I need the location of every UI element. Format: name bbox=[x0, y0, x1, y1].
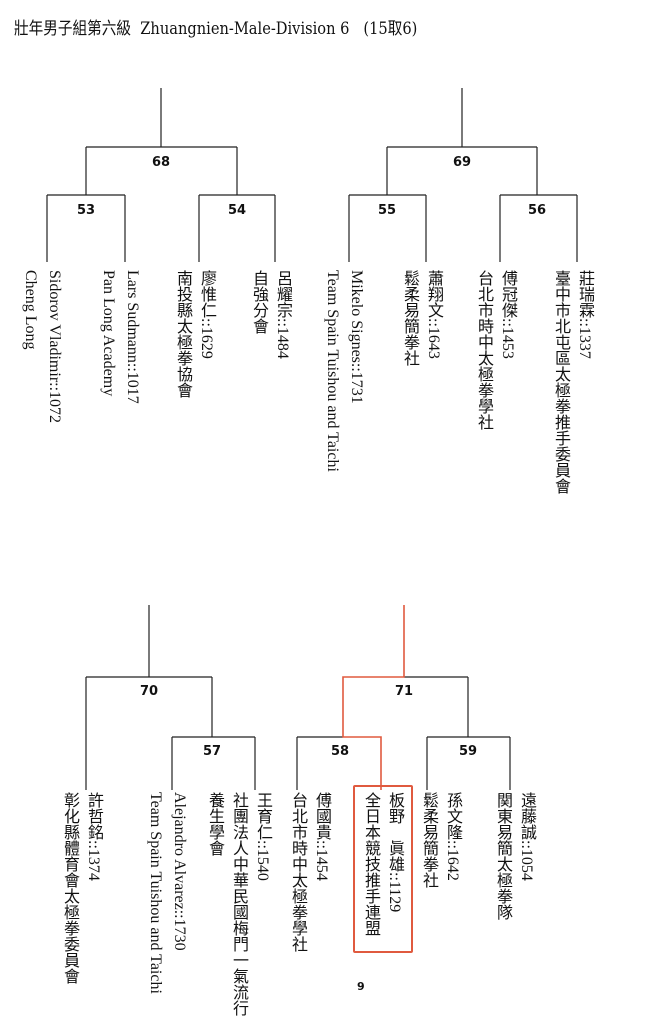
match-label-57: 57 bbox=[202, 744, 222, 759]
competitor-club: 自強分會 bbox=[250, 270, 267, 334]
competitor-entry: Alejandro Alvarez::1730 Team Spain Tuisho… bbox=[143, 792, 191, 994]
competitor-club: 臺中市北屯區太極拳推手委員會 bbox=[552, 270, 569, 494]
competitor-name: 傅國貴::1454 bbox=[313, 792, 330, 881]
competitor-club: 彰化縣體育會太極拳委員會 bbox=[61, 792, 78, 984]
competitor-club: 台北市時中太極拳學社 bbox=[475, 270, 492, 430]
match-label-55: 55 bbox=[377, 203, 397, 218]
competitor-name: 呂耀宗::1484 bbox=[274, 270, 291, 359]
competitor-club: Cheng Long bbox=[22, 270, 39, 350]
match-label-54: 54 bbox=[227, 203, 247, 218]
winner-highlight-box bbox=[353, 785, 413, 953]
competitor-club: Pan Long Academy bbox=[100, 270, 117, 397]
competitor-entry: Mikelo Signes::1731 Team Spain Tuishou an… bbox=[320, 270, 368, 472]
competitor-entry: 傅冠傑::1453 台北市時中太極拳學社 bbox=[471, 270, 519, 430]
competitor-entry: 傅國貴::1454 台北市時中太極拳學社 bbox=[285, 792, 333, 952]
competitor-name: 遠藤誠::1054 bbox=[518, 792, 535, 881]
bracket-line-53 bbox=[46, 194, 126, 262]
competitor-entry: Sidorov Vladimir::1072 Cheng Long bbox=[18, 270, 66, 423]
bracket-line-70 bbox=[85, 605, 213, 790]
competitor-club: 関東易簡太極拳隊 bbox=[494, 792, 511, 920]
competitor-club: 南投縣太極拳協會 bbox=[174, 270, 191, 398]
competitor-club: 鬆柔易簡拳社 bbox=[420, 792, 437, 888]
bracket-line-69 bbox=[386, 88, 538, 195]
competitor-name: 蕭翔文::1643 bbox=[425, 270, 442, 359]
competitor-entry: 呂耀宗::1484 自強分會 bbox=[246, 270, 294, 359]
competitor-entry: 許哲銘::1374 彰化縣體育會太極拳委員會 bbox=[57, 792, 105, 984]
match-label-56: 56 bbox=[527, 203, 547, 218]
match-label-71: 71 bbox=[394, 684, 414, 699]
competitor-club: Team Spain Tuishou and Taichi bbox=[324, 270, 341, 472]
bracket-line-57 bbox=[171, 736, 256, 790]
bracket-line-54 bbox=[198, 194, 276, 262]
competitor-entry: Lars Sudmann::1017 Pan Long Academy bbox=[96, 270, 144, 404]
competitor-club: 社團法人中華民國梅門一氣流行養生學會 bbox=[206, 792, 247, 1016]
competitor-club: 台北市時中太極拳學社 bbox=[289, 792, 306, 952]
winner-path bbox=[342, 605, 405, 790]
competitor-name: 廖惟仁::1629 bbox=[198, 270, 215, 359]
competitor-entry-highlighted: 板野 眞雄::1129 全日本競技推手連盟 bbox=[358, 792, 406, 936]
bracket-line-71 bbox=[404, 676, 469, 737]
competitor-entry: 廖惟仁::1629 南投縣太極拳協會 bbox=[170, 270, 218, 398]
competitor-name: Lars Sudmann::1017 bbox=[124, 270, 141, 404]
competitor-name: 許哲銘::1374 bbox=[85, 792, 102, 881]
page-title: 壯年男子組第六級 Zhuangnien-Male-Division 6 (15取… bbox=[14, 19, 418, 39]
page-number: 9 bbox=[357, 980, 365, 993]
competitor-name: 王育仁::1540 bbox=[254, 792, 271, 881]
competitor-name: 板野 眞雄::1129 bbox=[386, 792, 403, 913]
competitor-name: Mikelo Signes::1731 bbox=[348, 270, 365, 404]
competitor-entry: 莊瑞霖::1337 臺中市北屯區太極拳推手委員會 bbox=[548, 270, 596, 494]
match-label-70: 70 bbox=[139, 684, 159, 699]
competitor-name: Sidorov Vladimir::1072 bbox=[46, 270, 63, 424]
match-label-59: 59 bbox=[458, 744, 478, 759]
bracket-line-68 bbox=[85, 88, 238, 195]
competitor-club: 全日本競技推手連盟 bbox=[362, 792, 379, 936]
match-label-53: 53 bbox=[76, 203, 96, 218]
competitor-club: Team Spain Tuishou and Taichi bbox=[147, 792, 164, 994]
competitor-entry: 王育仁::1540 社團法人中華民國梅門一氣流行養生學會 bbox=[202, 792, 274, 1020]
competitor-entry: 蕭翔文::1643 鬆柔易簡拳社 bbox=[397, 270, 445, 366]
competitor-name: 傅冠傑::1453 bbox=[499, 270, 516, 359]
bracket-line-59 bbox=[426, 736, 511, 790]
bracket-line-58 bbox=[296, 736, 343, 790]
competitor-entry: 孫文隆::1642 鬆柔易簡拳社 bbox=[416, 792, 464, 888]
bracket-line-56 bbox=[499, 194, 578, 262]
competitor-name: 莊瑞霖::1337 bbox=[576, 270, 593, 359]
bracket-line-55 bbox=[348, 194, 427, 262]
match-label-68: 68 bbox=[151, 155, 171, 170]
competitor-name: Alejandro Alvarez::1730 bbox=[171, 792, 188, 951]
match-label-69: 69 bbox=[452, 155, 472, 170]
match-label-58: 58 bbox=[330, 744, 350, 759]
competitor-name: 孫文隆::1642 bbox=[444, 792, 461, 881]
competitor-entry: 遠藤誠::1054 関東易簡太極拳隊 bbox=[490, 792, 538, 920]
competitor-club: 鬆柔易簡拳社 bbox=[401, 270, 418, 366]
